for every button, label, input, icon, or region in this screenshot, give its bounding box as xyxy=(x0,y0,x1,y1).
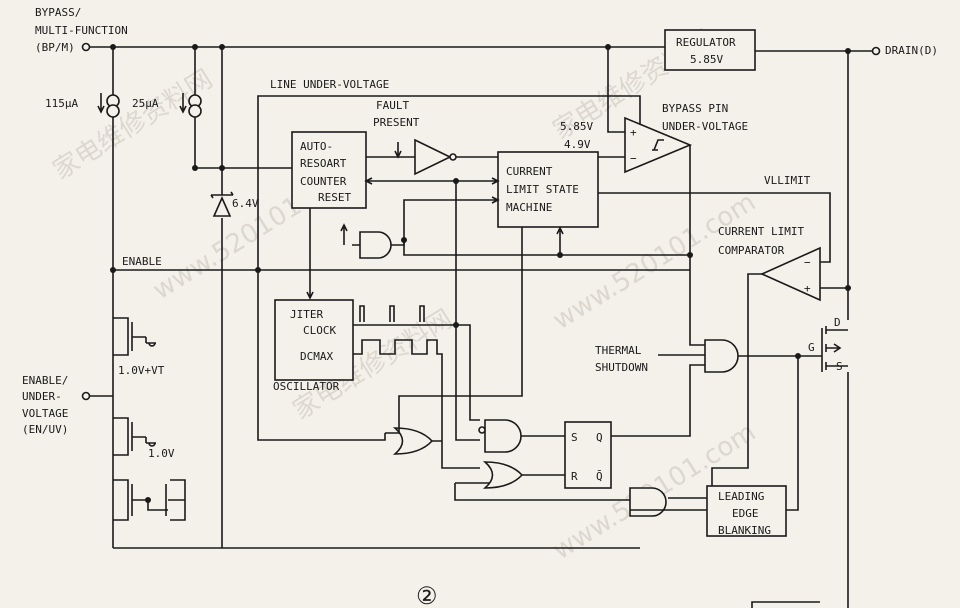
regulator-voltage: 5.85V xyxy=(690,53,723,66)
current-25-label: 25μA xyxy=(132,97,159,110)
leb-and-gate xyxy=(629,487,667,517)
threshold-585-label: 5.85V xyxy=(560,120,593,133)
current-limit-state-machine-block xyxy=(497,151,599,228)
set-and-gate xyxy=(484,419,522,453)
leb-label: BLANKING xyxy=(718,524,771,537)
auto-restart-label: RESOART xyxy=(300,157,347,170)
drain-label: D xyxy=(834,316,841,329)
bypass-uv-label: BYPASS PIN xyxy=(662,102,728,115)
oscillator-label: DCMAX xyxy=(300,350,333,363)
clc-label: CURRENT LIMIT xyxy=(718,225,804,238)
plus-sign: + xyxy=(630,126,637,139)
enable-pin-label: (EN/UV) xyxy=(22,423,68,436)
csm-label: CURRENT xyxy=(506,165,553,178)
auto-restart-label: COUNTER xyxy=(300,175,347,188)
leb-label: EDGE xyxy=(732,507,759,520)
clock-waveform xyxy=(353,305,480,421)
bypass-pin-label: MULTI-FUNCTION xyxy=(35,24,128,37)
bypass-uv-label: UNDER-VOLTAGE xyxy=(662,120,748,133)
enable-pin-label: UNDER- xyxy=(22,390,62,403)
oscillator-name: OSCILLATOR xyxy=(273,380,340,393)
regulator-label: REGULATOR xyxy=(676,36,736,49)
current-limit-comparator xyxy=(760,246,821,302)
drain-pin-label: DRAIN(D) xyxy=(885,44,938,57)
ff-reset-label: R xyxy=(571,470,578,483)
bypass-pin-terminal xyxy=(81,42,91,52)
vllimit-label: VLLIMIT xyxy=(764,174,811,187)
thermal-label: THERMAL xyxy=(595,344,642,357)
plus-sign: + xyxy=(804,282,811,295)
bypass-uv-comparator xyxy=(624,116,693,174)
minus-sign: − xyxy=(630,152,637,165)
bypass-pin-label: (BP/M) xyxy=(35,41,75,54)
threshold-label: 1.0V+VT xyxy=(118,364,165,377)
auto-restart-counter-block xyxy=(291,131,367,209)
fault-label: FAULT xyxy=(376,99,409,112)
or-gate xyxy=(392,427,434,455)
enable-pin-label: VOLTAGE xyxy=(22,407,68,420)
ff-qbar-label: Q̄ xyxy=(596,470,603,483)
current-115-label: 115μA xyxy=(45,97,78,110)
drive-and-gate xyxy=(704,339,739,373)
ff-set-label: S xyxy=(571,431,578,444)
figure-number: ② xyxy=(416,582,438,608)
enable-mosfet-2 xyxy=(113,417,156,456)
sr-flip-flop xyxy=(564,421,612,489)
oscillator-label: JITER xyxy=(290,308,323,321)
oscillator-label: CLOCK xyxy=(303,324,336,337)
current-mirror-icon xyxy=(113,479,186,521)
fault-inverter xyxy=(414,138,452,176)
leading-edge-blanking-block xyxy=(706,485,787,537)
drain-pin-terminal xyxy=(871,46,881,56)
reset-or-gate xyxy=(482,461,524,489)
minus-sign: − xyxy=(804,256,811,269)
csm-label: MACHINE xyxy=(506,201,552,214)
thermal-label: SHUTDOWN xyxy=(595,361,648,374)
auto-restart-label: AUTO- xyxy=(300,140,333,153)
gate-label: G xyxy=(808,341,815,354)
fault-label: PRESENT xyxy=(373,116,420,129)
dcmax-waveform xyxy=(353,339,480,469)
restart-and-gate xyxy=(359,231,392,259)
zener-diode-icon xyxy=(210,191,234,217)
power-mosfet-icon xyxy=(821,326,848,372)
csm-label: LIMIT STATE xyxy=(506,183,579,196)
ff-q-label: Q xyxy=(596,431,603,444)
bypass-pin-label: BYPASS/ xyxy=(35,6,81,19)
enable-label: ENABLE xyxy=(122,255,162,268)
threshold-label: 1.0V xyxy=(148,447,175,460)
enable-mosfet-1 xyxy=(113,317,156,356)
leb-label: LEADING xyxy=(718,490,764,503)
auto-restart-label: RESET xyxy=(318,191,351,204)
threshold-49-label: 4.9V xyxy=(564,138,591,151)
enable-pin-label: ENABLE/ xyxy=(22,374,68,387)
oscillator-block xyxy=(274,299,354,381)
line-uv-label: LINE UNDER-VOLTAGE xyxy=(270,78,389,91)
clc-label: COMPARATOR xyxy=(718,244,785,257)
enable-pin-terminal xyxy=(81,391,91,401)
zener-voltage-label: 6.4V xyxy=(232,197,259,210)
regulator-block xyxy=(664,29,756,71)
